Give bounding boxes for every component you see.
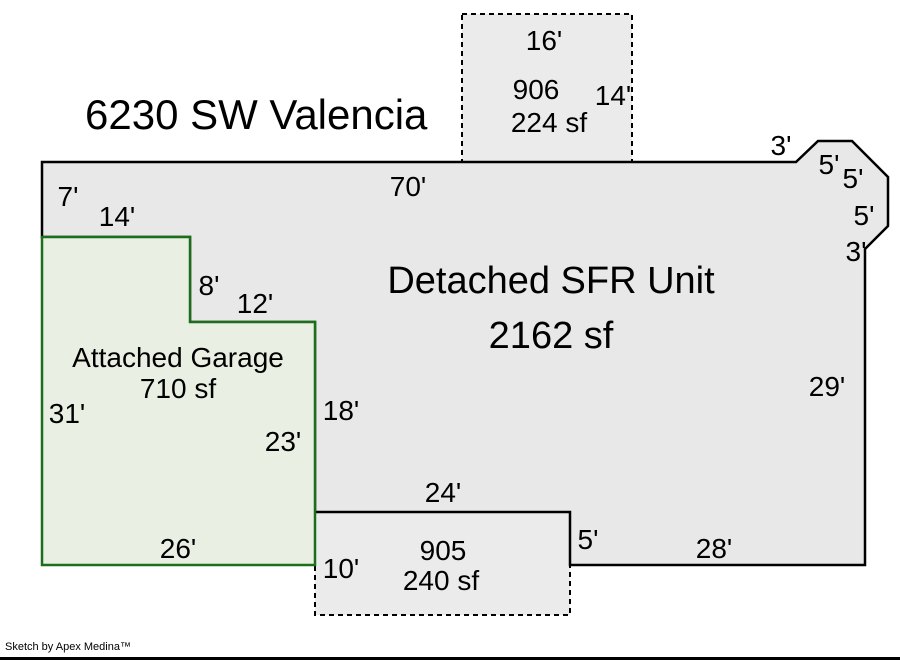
garage-label: Attached Garage — [72, 342, 284, 373]
dim-main-bottom-28: 28' — [696, 533, 733, 564]
dim-tr-seg1: 5' — [819, 149, 840, 180]
dim-tr-diag-bottom: 3' — [846, 236, 867, 267]
bottom-border — [0, 657, 900, 660]
dim-main-left-upper: 7' — [58, 181, 79, 212]
dim-garage-step-h: 12' — [237, 288, 274, 319]
dim-garage-left: 31' — [49, 398, 86, 429]
dim-garage-step-v: 8' — [199, 270, 220, 301]
dim-garage-bottom: 26' — [160, 533, 197, 564]
dim-garage-top: 14' — [99, 201, 136, 232]
dim-main-right: 29' — [809, 371, 846, 402]
dim-tr-diag-top: 3' — [771, 130, 792, 161]
structure-905-outline — [314, 511, 571, 616]
dim-906-height: 14' — [595, 80, 632, 111]
dim-main-top: 70' — [390, 171, 427, 202]
page-title: 6230 SW Valencia — [85, 91, 428, 138]
dim-tr-seg2: 5' — [843, 163, 864, 194]
dim-main-step-5: 5' — [578, 524, 599, 555]
garage-outline — [40, 235, 317, 567]
main-unit-area: 2162 sf — [489, 315, 614, 357]
dim-main-bottom-24: 24' — [425, 477, 462, 508]
dim-garage-right: 23' — [265, 426, 302, 457]
structure-906-area: 224 sf — [511, 107, 587, 138]
structure-905-label: 905 — [420, 535, 467, 566]
garage-area: 710 sf — [140, 373, 216, 404]
dim-tr-seg3: 5' — [854, 200, 875, 231]
structure-906-outline — [461, 13, 633, 163]
structure-905-area: 240 sf — [403, 565, 479, 596]
dim-main-garage-wall: 18' — [323, 395, 360, 426]
dim-906-width: 16' — [526, 25, 563, 56]
structure-906-label: 906 — [513, 74, 560, 105]
dim-905-height: 10' — [323, 553, 360, 584]
main-unit-label: Detached SFR Unit — [387, 260, 715, 302]
footer-credit: Sketch by Apex Medina™ — [5, 641, 131, 653]
